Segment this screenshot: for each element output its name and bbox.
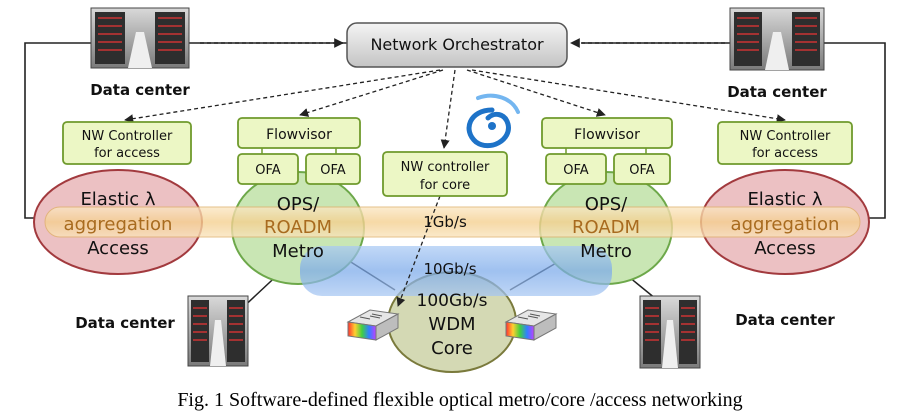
datacenter-top-left-label: Data center: [90, 81, 190, 99]
orch-to-access-right-arrow: [471, 69, 786, 124]
ofa-right-2: [613, 153, 671, 185]
optical-switch-icon-right: [504, 309, 558, 341]
datacenter-top-right-label: Data center: [727, 83, 827, 101]
optical-switch-icon-left: [346, 309, 400, 341]
band-10gbps-label: 10Gb/s: [423, 260, 476, 278]
flowvisor-left-label: Flowvisor: [266, 127, 332, 143]
core-controller: [382, 151, 508, 197]
core-controller-line2: for core: [420, 178, 470, 193]
ofa-right-1-label: OFA: [563, 163, 589, 178]
datacenter-bottom-left-label: Data center: [75, 314, 175, 332]
core-controller-line1: NW controller: [401, 160, 490, 175]
access-left-line1: Elastic λ: [80, 189, 155, 210]
orch-to-flowvisor-right-arrow: [466, 69, 606, 117]
access-controller-right-line2: for access: [752, 146, 818, 161]
core-line3: Core: [431, 338, 473, 359]
blue-band-10gbps: [300, 246, 612, 296]
access-left-line3: Access: [87, 238, 149, 259]
access-controller-right: [717, 121, 853, 165]
orange-band-1gbps: [44, 206, 861, 238]
metro-left-line3: Metro: [272, 241, 324, 262]
access-controller-left-line2: for access: [94, 146, 160, 161]
datacenter-icon-top-right: [729, 7, 825, 71]
figure-caption: Fig. 1 Software-defined flexible optical…: [177, 389, 742, 411]
ofa-right-2-label: OFA: [629, 163, 655, 178]
access-right-line2: aggregation: [731, 214, 840, 235]
access-right-line3: Access: [754, 238, 816, 259]
orch-to-flowvisor-left-arrow: [299, 69, 444, 117]
access-controller-right-line1: NW Controller: [740, 129, 831, 144]
core-controller-to-core-arrow: [396, 195, 441, 307]
orch-to-core-controller-arrow: [440, 69, 456, 149]
flowvisor-right-label: Flowvisor: [574, 127, 640, 143]
band-1gbps-label: 1Gb/s: [423, 213, 467, 231]
flowvisor-left: [237, 117, 361, 149]
datacenter-icon-bottom-left: [187, 295, 249, 367]
datacenter-icon-bottom-right: [639, 295, 701, 369]
ofa-left-1-label: OFA: [255, 163, 281, 178]
datacenter-bottom-right-label: Data center: [735, 311, 835, 329]
ofa-left-2: [305, 153, 361, 185]
ofa-left-1: [237, 153, 299, 185]
metro-left-line1: OPS/: [277, 194, 320, 215]
metro-right-line1: OPS/: [585, 194, 628, 215]
core-line2: WDM: [428, 314, 475, 335]
sdn-swirl-icon: [466, 93, 520, 149]
ofa-right-1: [545, 153, 607, 185]
datacenter-icon-top-left: [90, 7, 190, 69]
metro-left-line2: ROADM: [264, 217, 332, 238]
core-line1: 100Gb/s: [417, 291, 488, 311]
flowvisor-right: [541, 117, 673, 149]
metro-right-line2: ROADM: [572, 217, 640, 238]
access-controller-left-line1: NW Controller: [82, 129, 173, 144]
access-right-line1: Elastic λ: [747, 189, 822, 210]
access-left-line2: aggregation: [64, 214, 173, 235]
ofa-left-2-label: OFA: [320, 163, 346, 178]
metro-right-line3: Metro: [580, 241, 632, 262]
access-controller-left: [62, 121, 192, 165]
network-orchestrator-label: Network Orchestrator: [370, 35, 544, 54]
network-orchestrator-box: [346, 22, 568, 68]
